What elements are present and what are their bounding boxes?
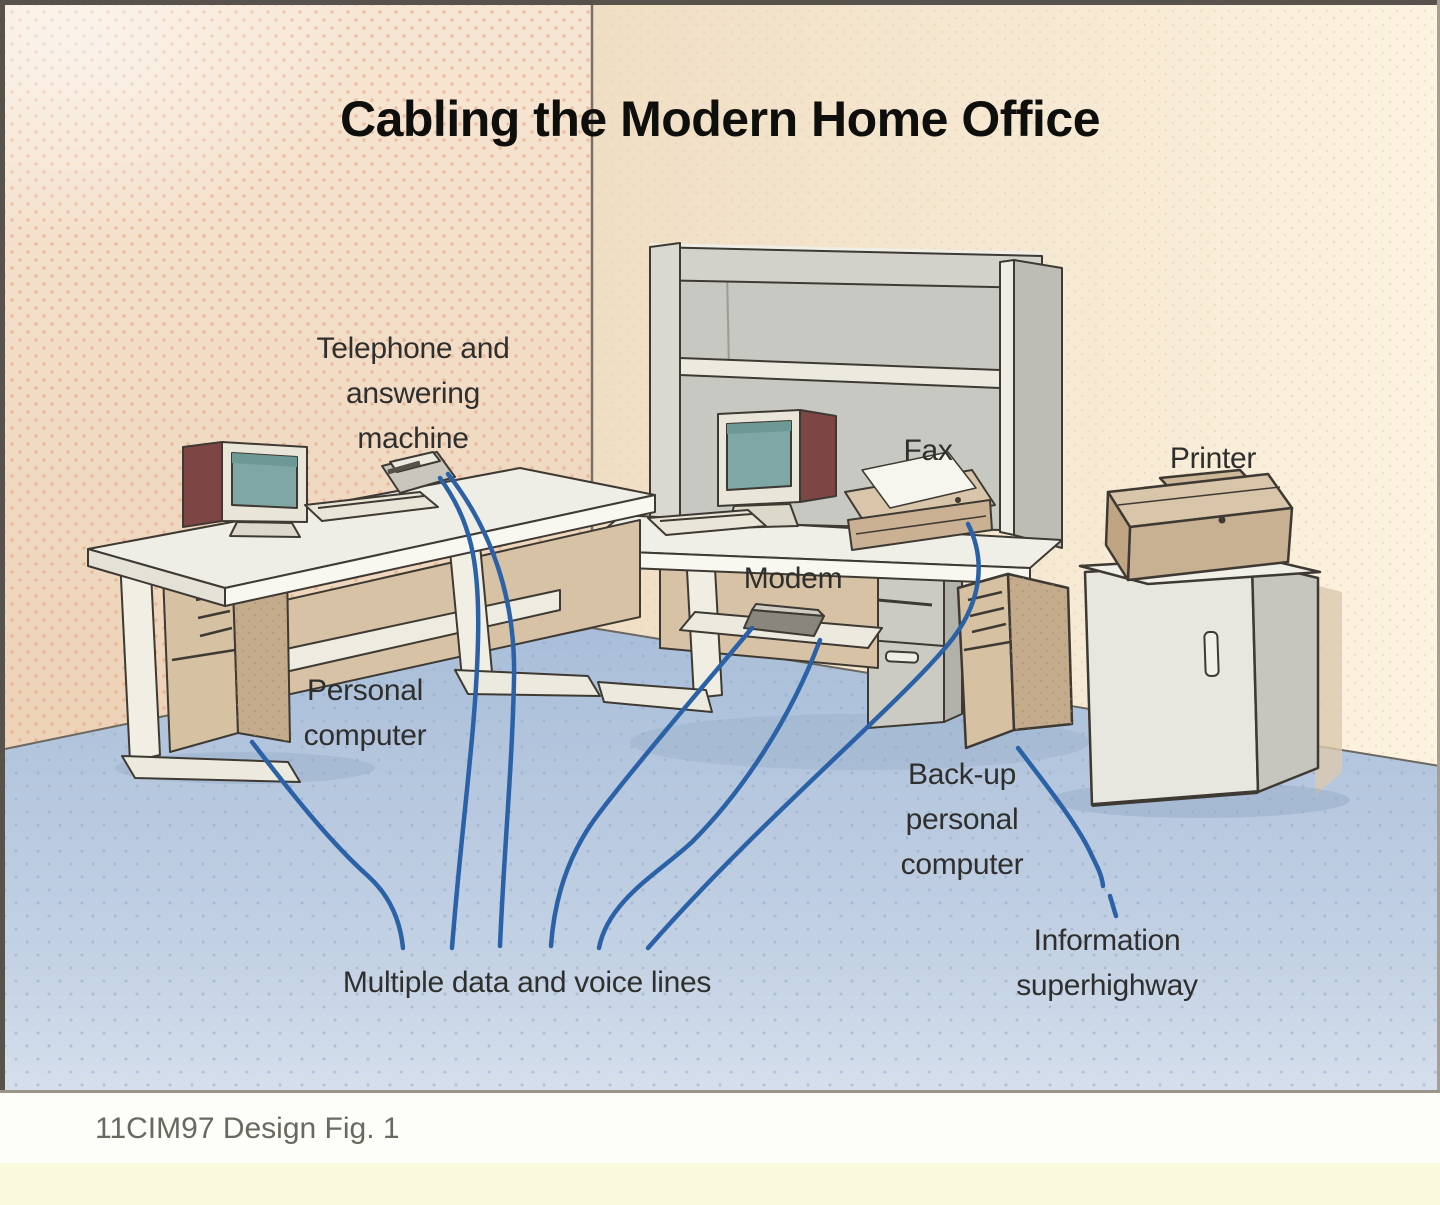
hutch-left-stile [649,242,681,531]
hutch-divider [726,267,730,373]
left-desk-foot-right [454,669,601,697]
label-fax: Fax [903,434,953,467]
modem-device [743,609,825,637]
center-desk-foot [597,681,713,713]
caption-strip [0,1093,1440,1163]
center-desk-items [647,409,996,551]
frame-border-bottom [0,1090,1440,1093]
left-desk [87,467,656,783]
backup-pc-front [956,572,1016,750]
label-backup-computer: Back-up personal computer [900,758,1024,881]
file-cabinet-handle-bottom [884,650,920,664]
cable-fax [645,521,981,951]
backup-pc-tower [956,572,1074,750]
wall-left-highlight [0,0,592,420]
printer-button [1218,516,1226,524]
cable-personal-computer [249,739,406,951]
label-personal-computer: Personal computer [303,674,427,752]
monitor-left-screen [231,452,298,509]
monitor-left-screen-shade [232,453,297,467]
home-office-illustration [0,0,1440,1092]
monitor-center-screen-shade [727,421,791,434]
floor-texture [0,628,1440,1092]
frame-border-right [1437,0,1440,1092]
label-telephone: Telephone and answering machine [316,332,510,455]
printer-ridge-line [1117,486,1281,506]
frame-border-left [0,0,5,1092]
cable-information-superhighway-end [1107,893,1119,919]
keyboard-left-keys [317,495,425,509]
pc-tower-texture [232,556,290,742]
monitor-center-side [799,409,837,503]
left-desk-items [182,441,456,538]
printer-left-side [1104,490,1132,582]
fax-detail-line [855,515,987,535]
wall-shadow-behind-cabinet [1315,585,1342,796]
cable-information-superhighway [1015,745,1106,889]
cables [249,471,1119,951]
left-desk-foot-left [121,755,301,783]
backup-pc-texture [1008,574,1072,730]
label-information-superhighway: Information superhighway [1016,924,1198,1002]
fax-button [955,497,961,503]
printer-cabinet-handle [1203,630,1220,678]
hutch-right-panel [1013,259,1063,549]
keyboard-center [647,509,767,536]
cable-phone-1 [437,475,481,951]
file-cabinet-handle-top [877,598,933,607]
file-cabinet-drawer-divider [867,639,945,647]
fax-paper [861,451,977,509]
hutch-right-inner-edge [999,259,1015,536]
keyboard-left [304,491,439,522]
cable-phone-2 [445,471,517,949]
label-printer: Printer [1169,442,1257,475]
printer-cabinet-base-edge [1091,790,1259,807]
monitor-left-base [229,521,301,538]
printer-cabinet-side [1250,560,1320,794]
keyboard-center-keys [659,513,753,522]
label-modem: Modem [743,562,843,595]
footer-strip [0,1163,1440,1205]
figure-title: Cabling the Modern Home Office [339,91,1101,147]
left-desk-left-edge [87,548,226,607]
cable-modem-1 [548,625,755,949]
label-multiple-lines: Multiple data and voice lines [342,966,712,999]
cable-modem-2 [596,637,823,951]
monitor-left-side [182,441,223,528]
printer-station [1078,468,1322,807]
center-desk-underside [597,547,963,729]
figure-caption: 11CIM97 Design Fig. 1 [95,1112,400,1145]
frame-border-top [0,0,1440,5]
telephone-handset [387,460,421,475]
